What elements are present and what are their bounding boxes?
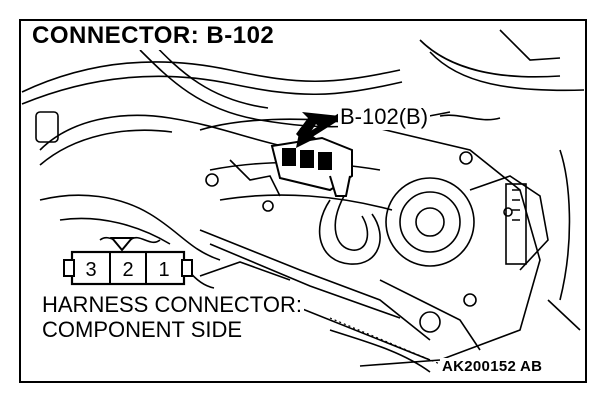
connector-callout-label: B-102(B) [338,104,431,130]
connector-title: CONNECTOR: B-102 [28,22,279,50]
lock-tab-icon [109,237,135,252]
harness-connector-symbol: 3 2 1 [63,237,193,286]
harness-caption: HARNESS CONNECTOR: COMPONENT SIDE [40,292,304,342]
figure-id: AK200152 AB [440,358,545,375]
pin-label: 2 [122,259,133,281]
pin-label: 3 [85,259,96,281]
harness-caption-line: COMPONENT SIDE [42,317,243,342]
pin-label: 1 [158,259,169,281]
harness-caption-line: HARNESS CONNECTOR: [42,292,302,317]
component-connector-b102 [270,136,353,197]
pointer-arrow [296,111,345,148]
